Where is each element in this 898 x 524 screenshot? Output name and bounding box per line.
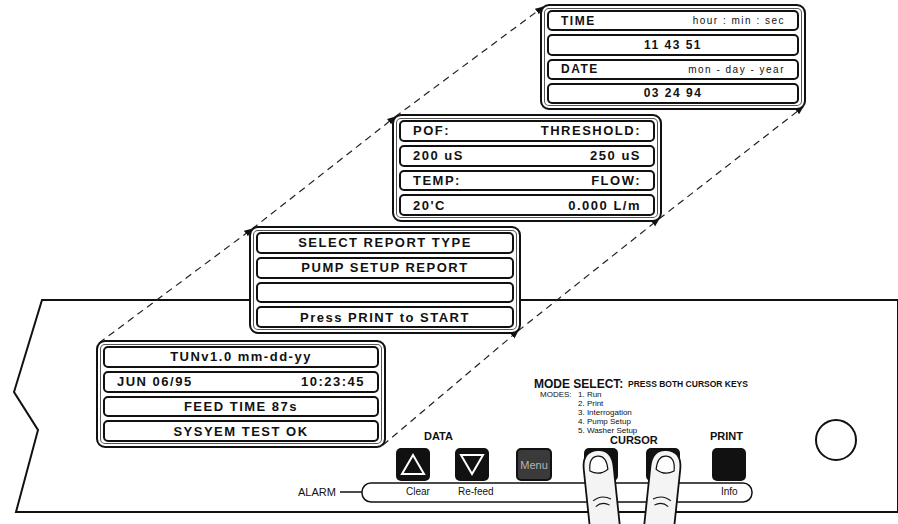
projection-line [252,117,395,229]
display-text: 250 uS [590,148,641,163]
display-text: JUN 06/95 [117,374,193,389]
lcd-display: POF: THRESHOLD: 200 uS 250 uS TEMP: FLOW: 20'C… [392,114,662,222]
display-row: 20'C 0.000 L/m [399,194,655,216]
panel-label: ALARM [298,486,336,498]
display-text: THRESHOLD: [541,123,641,138]
display-row: 200 uS 250 uS [399,145,655,167]
projection-line [659,107,803,219]
panel-label: DATA [424,430,453,442]
menu-button: Menu [516,448,552,481]
display-row: PUMP SETUP REPORT [256,257,514,279]
panel-label: 2. Print [578,400,603,409]
display-row: POF: THRESHOLD: [399,120,655,142]
panel-label: CURSOR [610,434,658,446]
display-text: 03 24 94 [644,86,703,100]
lcd-display: TUNv1.0 mm-dd-yyJUN 06/95 10:23:45FEED TI… [96,340,386,448]
display-text: PUMP SETUP REPORT [301,260,468,275]
display-text: mon - day - year [688,64,785,75]
panel-label: Info [719,486,740,497]
projection-line [518,219,659,331]
display-text: 20'C [413,198,446,213]
display-row: DATE mon - day - year [547,59,799,80]
display-text: 11 43 51 [644,38,702,52]
panel-label: 4. Pump Setup [578,418,631,427]
display-row: JUN 06/95 10:23:45 [103,371,379,393]
display-text: TEMP: [413,173,461,188]
panel-knob [816,420,856,460]
panel-label: Re-feed [456,486,496,497]
display-text: SELECT REPORT TYPE [298,235,472,250]
display-text: SYSYEM TEST OK [173,424,308,439]
display-text: POF: [413,123,450,138]
panel-label: PRESS BOTH CURSOR KEYS [628,380,748,389]
panel-label: 3. Interrogation [578,409,632,418]
display-text: 10:23:45 [301,374,365,389]
display-text: FEED TIME 87s [184,399,298,414]
panel-label: MODE SELECT: [534,378,623,391]
display-row: TUNv1.0 mm-dd-yy [103,346,379,368]
display-text: hour : min : sec [693,15,785,26]
lcd-display: TIME hour : min : sec 11 43 51 DATE mon - da… [540,4,806,110]
display-row: SELECT REPORT TYPE [256,232,514,254]
display-text: DATE [561,62,599,76]
display-row: TIME hour : min : sec [547,10,799,31]
up-button [396,448,430,481]
display-text: TUNv1.0 mm-dd-yy [170,349,312,364]
display-text: Press PRINT to START [300,310,470,325]
panel-label: PRINT [710,430,743,442]
display-row: 03 24 94 [547,83,799,104]
display-row [256,282,514,304]
panel-label: MODES: [540,391,572,400]
projection-line [383,331,518,445]
projection-line [99,229,252,343]
down-arrow-symbol [461,455,483,474]
display-text: 200 uS [413,148,464,163]
panel-label: Clear [404,486,432,497]
button-text: Menu [520,459,548,471]
up-arrow-symbol [402,455,424,474]
alarm-leader [340,491,362,493]
print-button [712,448,746,481]
finger [644,449,682,524]
display-row: Press PRINT to START [256,306,514,328]
down-button [455,448,489,481]
alarm-bracket [362,483,752,502]
display-row: FEED TIME 87s [103,396,379,418]
display-text: 0.000 L/m [568,198,641,213]
lcd-display: SELECT REPORT TYPE PUMP SETUP REPORT Press… [249,226,521,334]
display-row: 11 43 51 [547,34,799,55]
display-row: TEMP: FLOW: [399,170,655,192]
finger [582,449,620,524]
projection-line [395,7,543,117]
display-text: TIME [561,14,596,28]
panel-label: 1. Run [578,391,602,400]
display-row: SYSYEM TEST OK [103,420,379,442]
display-text: FLOW: [591,173,641,188]
